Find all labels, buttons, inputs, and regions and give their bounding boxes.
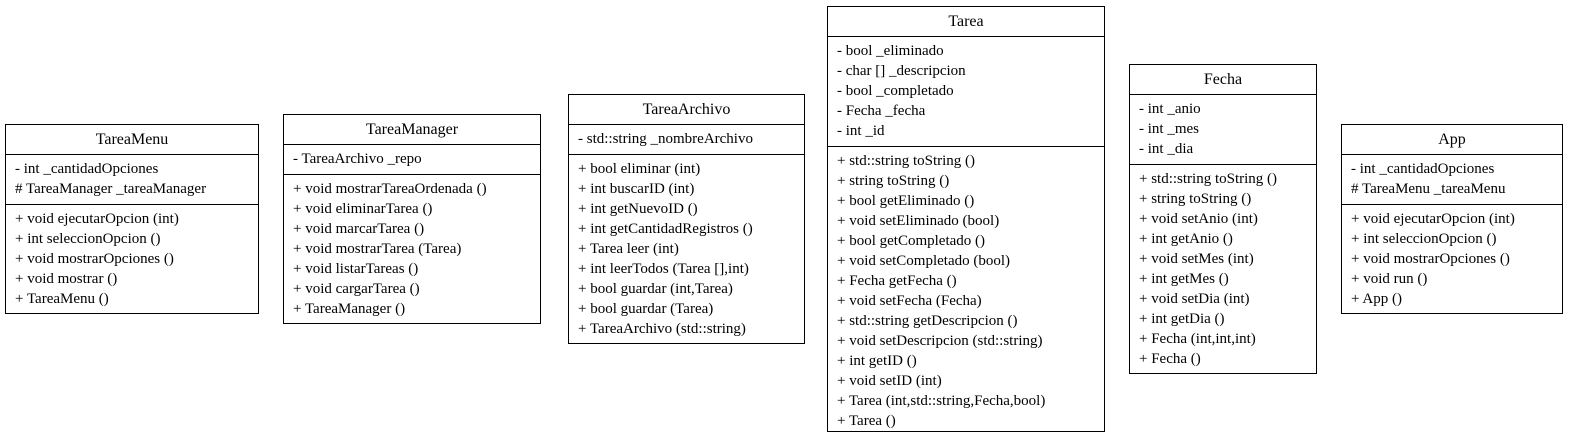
method-line: + void setFecha (Fecha) — [837, 293, 982, 309]
method-line: + int seleccionOpcion () — [15, 231, 161, 247]
method-line: + Fecha getFecha () — [837, 273, 957, 289]
class-box-fecha: Fecha - int _anio - int _mes - int _dia + … — [1129, 64, 1317, 374]
attribute-line: - Fecha _fecha — [837, 103, 926, 119]
class-box-tareamenu: TareaMenu - int _cantidadOpciones # Tarea… — [5, 124, 259, 314]
class-box-tareaarchivo: TareaArchivo - std::string _nombreArchiv… — [568, 94, 805, 344]
methods-section: + bool eliminar (int) + int buscarID (int… — [569, 154, 804, 344]
method-line: + App () — [1351, 291, 1402, 307]
class-name: TareaManager — [284, 115, 540, 145]
method-line: + void mostrar () — [15, 271, 118, 287]
class-box-tareamanager: TareaManager - TareaArchivo _repo + void… — [283, 114, 541, 324]
method-line: + void setMes (int) — [1139, 251, 1254, 267]
methods-section: + std::string toString ()+ string toStri… — [1130, 164, 1316, 374]
method-line: + int buscarID (int) — [578, 181, 695, 197]
method-line: + void mostrarOpciones () — [15, 251, 174, 267]
attributes-section: - bool _eliminado - char [] _descripcion -… — [828, 37, 1104, 146]
method-line: + TareaArchivo (std::string) — [578, 321, 746, 337]
attribute-line: - TareaArchivo _repo — [293, 151, 422, 167]
attribute-line: - int _cantidadOpciones — [1351, 161, 1495, 177]
method-line: + TareaManager () — [293, 301, 406, 317]
method-line: + bool getCompletado () — [837, 233, 986, 249]
attributes-section: - TareaArchivo _repo — [284, 145, 540, 174]
method-line: + TareaMenu () — [15, 291, 109, 307]
method-line: + void mostrarTarea (Tarea) — [293, 241, 462, 257]
method-line: + Fecha () — [1139, 351, 1201, 367]
method-line: + int getAnio () — [1139, 231, 1233, 247]
method-line: + Tarea (int,std::string,Fecha,bool) — [837, 393, 1046, 409]
attributes-section: - int _cantidadOpciones # TareaManager _t… — [6, 155, 258, 204]
method-line: + void setDescripcion (std::string) — [837, 333, 1043, 349]
method-line: + std::string toString () — [1139, 171, 1278, 187]
method-line: + bool guardar (int,Tarea) — [578, 281, 733, 297]
attribute-line: - bool _completado — [837, 83, 954, 99]
method-line: + void mostrarOpciones () — [1351, 251, 1510, 267]
methods-section: + std::string toString ()+ string toStri… — [828, 146, 1104, 436]
methods-section: + void mostrarTareaOrdenada () + void eli… — [284, 174, 540, 324]
method-line: + void marcarTarea () — [293, 221, 425, 237]
attribute-line: - int _dia — [1139, 141, 1194, 157]
method-line: + void cargarTarea () — [293, 281, 420, 297]
method-line: + int getNuevoID () — [578, 201, 698, 217]
attribute-line: - int _mes — [1139, 121, 1199, 137]
method-line: + void mostrarTareaOrdenada () — [293, 181, 487, 197]
attributes-section: - std::string _nombreArchivo — [569, 125, 804, 154]
method-line: + void run () — [1351, 271, 1428, 287]
method-line: + void eliminarTarea () — [293, 201, 433, 217]
method-line: + bool eliminar (int) — [578, 161, 701, 177]
class-name: App — [1342, 125, 1562, 155]
method-line: + std::string toString () — [837, 153, 976, 169]
attributes-section: - int _cantidadOpciones # TareaMenu _tare… — [1342, 155, 1562, 204]
class-name: Fecha — [1130, 65, 1316, 95]
attribute-line: - int _id — [837, 123, 885, 139]
attribute-line: - bool _eliminado — [837, 43, 944, 59]
method-line: + int getID () — [837, 353, 917, 369]
method-line: + Tarea leer (int) — [578, 241, 679, 257]
methods-section: + void ejecutarOpcion (int) + int selecci… — [6, 204, 258, 314]
class-name: TareaMenu — [6, 125, 258, 155]
method-line: + int leerTodos (Tarea [],int) — [578, 261, 749, 277]
method-line: + int getCantidadRegistros () — [578, 221, 753, 237]
class-box-tarea: Tarea - bool _eliminado - char [] _descri… — [827, 6, 1105, 432]
method-line: + void setID (int) — [837, 373, 942, 389]
class-name: Tarea — [828, 7, 1104, 37]
method-line: + void setCompletado (bool) — [837, 253, 1011, 269]
method-line: + std::string getDescripcion () — [837, 313, 1018, 329]
method-line: + void ejecutarOpcion (int) — [1351, 211, 1515, 227]
methods-section: + void ejecutarOpcion (int) + int selecci… — [1342, 204, 1562, 314]
attributes-section: - int _anio - int _mes - int _dia — [1130, 95, 1316, 164]
method-line: + int getMes () — [1139, 271, 1229, 287]
method-line: + bool guardar (Tarea) — [578, 301, 714, 317]
attribute-line: # TareaManager _tareaManager — [15, 181, 207, 197]
method-line: + string toString () — [1139, 191, 1252, 207]
attribute-line: - char [] _descripcion — [837, 63, 966, 79]
method-line: + void listarTareas () — [293, 261, 419, 277]
attribute-line: - int _anio — [1139, 101, 1201, 117]
class-box-app: App - int _cantidadOpciones # TareaMenu _… — [1341, 124, 1563, 314]
method-line: + void setDia (int) — [1139, 291, 1250, 307]
class-name: TareaArchivo — [569, 95, 804, 125]
method-line: + string toString () — [837, 173, 950, 189]
method-line: + int seleccionOpcion () — [1351, 231, 1497, 247]
method-line: + int getDia () — [1139, 311, 1225, 327]
method-line: + Fecha (int,int,int) — [1139, 331, 1256, 347]
method-line: + void setAnio (int) — [1139, 211, 1258, 227]
method-line: + void ejecutarOpcion (int) — [15, 211, 179, 227]
attribute-line: # TareaMenu _tareaMenu — [1351, 181, 1506, 197]
method-line: + Tarea () — [837, 413, 896, 429]
method-line: + bool getEliminado () — [837, 193, 975, 209]
attribute-line: - int _cantidadOpciones — [15, 161, 159, 177]
method-line: + void setEliminado (bool) — [837, 213, 1000, 229]
attribute-line: - std::string _nombreArchivo — [578, 131, 753, 147]
